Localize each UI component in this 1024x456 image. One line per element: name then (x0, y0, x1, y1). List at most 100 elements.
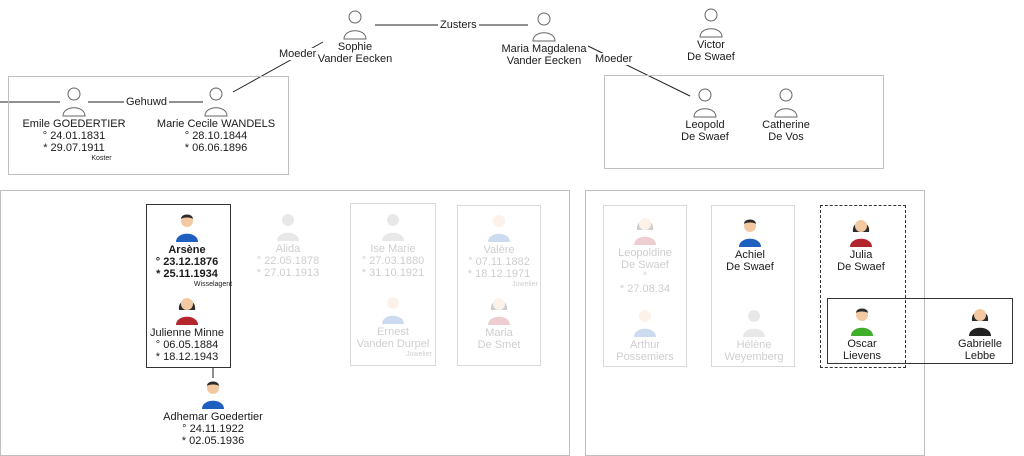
person-name: Adhemar Goedertier (163, 411, 263, 423)
death-date: * 27.08.34 (619, 283, 671, 295)
person-outline-icon (204, 87, 228, 117)
person-ernest[interactable]: Ernest Vanden Durpel Juwelier (313, 293, 473, 359)
person-surname: Lebbe (964, 350, 996, 362)
person-adhemar[interactable]: Adhemar Goedertier ° 24.11.1922 * 02.05.… (133, 378, 293, 447)
occupation: Juwelier (406, 351, 432, 358)
person-surname: Vander Eecken (317, 53, 393, 65)
female-avatar-faded-icon (634, 218, 656, 245)
person-surname: Vanden Durpel (356, 338, 430, 350)
person-marie-cecile[interactable]: Marie Cecile WANDELS ° 28.10.1844 * 06.0… (136, 85, 296, 154)
death-date: * 18.12.1971 (467, 268, 531, 280)
male-avatar-icon (176, 214, 198, 242)
person-gabrielle[interactable]: Gabrielle Lebbe (900, 305, 1024, 362)
person-name: Oscar (847, 338, 877, 350)
birth-date: ° 24.11.1922 (182, 423, 244, 435)
person-julienne[interactable]: Julienne Minne ° 06.05.1884 * 18.12.1943 (107, 294, 267, 363)
death-date: * 27.01.1913 (256, 267, 320, 279)
female-avatar-icon (850, 220, 872, 247)
person-valere[interactable]: Valère ° 07.11.1882 * 18.12.1971 Juwelie… (419, 211, 579, 289)
person-surname: De Smet (477, 339, 521, 351)
sisters-label: Zusters (438, 19, 479, 31)
birth-date: ° 07.11.1882 (468, 256, 530, 268)
person-achiel[interactable]: Achiel De Swaef (670, 216, 830, 273)
person-surname: De Swaef (687, 51, 735, 63)
birth-date: ° 27.03.1880 (361, 255, 425, 267)
person-outline-icon (532, 12, 556, 42)
death-date: * 02.05.1936 (181, 435, 245, 447)
male-avatar-icon (739, 219, 761, 247)
valere-family-box (457, 205, 541, 366)
male-avatar-faded-icon (382, 297, 404, 324)
person-faded-icon (382, 214, 404, 241)
person-name: Gabrielle (957, 338, 1003, 350)
person-leopold[interactable]: Leopold De Swaef (625, 86, 785, 143)
birth-date: ° 28.10.1844 (184, 130, 248, 142)
person-surname: Weyemberg (724, 351, 784, 363)
person-name: Marie Cecile WANDELS (156, 118, 276, 130)
person-julia[interactable]: Julia De Swaef (781, 216, 941, 273)
person-arthur[interactable]: Arthur Possemiers (565, 306, 725, 363)
person-sophie[interactable]: Sophie Vander Eecken (275, 8, 435, 65)
male-avatar-icon (202, 381, 224, 409)
death-date: * 06.06.1896 (184, 142, 248, 154)
person-faded-icon (743, 310, 765, 337)
person-name: Julia (849, 249, 873, 261)
person-name: Emile GOEDERTIER (22, 118, 126, 130)
birth-date: ° 23.12.1876 (155, 256, 219, 268)
person-arsene[interactable]: Arsène ° 23.12.1876 * 25.11.1934 Wissela… (107, 211, 267, 289)
person-name: Valère (483, 244, 515, 256)
male-avatar-faded-icon (488, 215, 510, 242)
person-catherine[interactable]: Catherine De Vos (706, 86, 866, 143)
goedertier-couple-box (8, 76, 289, 175)
female-avatar-dark-icon (969, 309, 991, 336)
leopoldine-family-box (603, 205, 687, 367)
person-name: Maria Magdalena (501, 43, 587, 55)
person-helene[interactable]: Hélène Weyemberg (674, 306, 834, 363)
oscar-gabrielle-couple-box (827, 298, 1013, 364)
person-victor[interactable]: Victor De Swaef (631, 6, 791, 63)
person-outline-icon (774, 88, 798, 118)
birth-date: ° 22.05.1878 (256, 255, 320, 267)
person-name: Leopoldine (618, 247, 672, 259)
female-avatar-icon (176, 298, 198, 325)
death-date: * 31.10.1921 (361, 267, 425, 279)
person-surname: De Swaef (837, 261, 885, 273)
person-outline-icon (693, 88, 717, 118)
julia-family-box (820, 205, 906, 368)
female-avatar-faded-icon (488, 298, 510, 325)
person-name: Hélène (736, 339, 772, 351)
mother-label-left: Moeder (277, 48, 319, 60)
arsene-family-box (146, 204, 231, 368)
death-date: * 18.12.1943 (155, 351, 219, 363)
death-date: * 29.07.1911 (43, 142, 105, 154)
person-leopoldine[interactable]: Leopoldine De Swaef ° * 27.08.34 (565, 214, 725, 295)
death-date: * 25.11.1934 (156, 268, 218, 280)
person-name: Sophie (337, 41, 373, 53)
person-outline-icon (699, 8, 723, 38)
person-alida[interactable]: Alida ° 22.05.1878 * 27.01.1913 (208, 210, 368, 279)
person-oscar[interactable]: Oscar Lievens (782, 305, 942, 362)
occupation: Juwelier (512, 281, 538, 288)
person-surname: De Vos (768, 131, 804, 143)
person-name: Alida (275, 243, 301, 255)
ise-marie-family-box (350, 203, 436, 366)
person-surname: Lievens (843, 350, 881, 362)
person-name: Ise Marie (370, 243, 416, 255)
person-outline-icon (62, 87, 86, 117)
occupation: Wisselagent (193, 281, 233, 288)
person-maria-magdalena[interactable]: Maria Magdalena Vander Eecken (464, 10, 624, 67)
person-name: Maria (485, 327, 513, 339)
person-name: Julienne Minne (150, 327, 224, 339)
person-faded-icon (277, 214, 299, 241)
person-surname: Possemiers (616, 351, 674, 363)
person-surname: De Swaef (726, 261, 774, 273)
person-name: Arsène (168, 244, 206, 256)
person-name: Arthur (630, 339, 660, 351)
person-name: Ernest (377, 326, 409, 338)
birth-date: ° 24.01.1831 (42, 130, 106, 142)
person-emile[interactable]: Emile GOEDERTIER ° 24.01.1831 * 29.07.19… (0, 85, 154, 163)
person-surname: De Swaef (681, 131, 729, 143)
person-maria-desmet[interactable]: Maria De Smet (419, 294, 579, 351)
married-label: Gehuwd (124, 96, 169, 108)
person-ise-marie[interactable]: Ise Marie ° 27.03.1880 * 31.10.1921 (313, 210, 473, 279)
